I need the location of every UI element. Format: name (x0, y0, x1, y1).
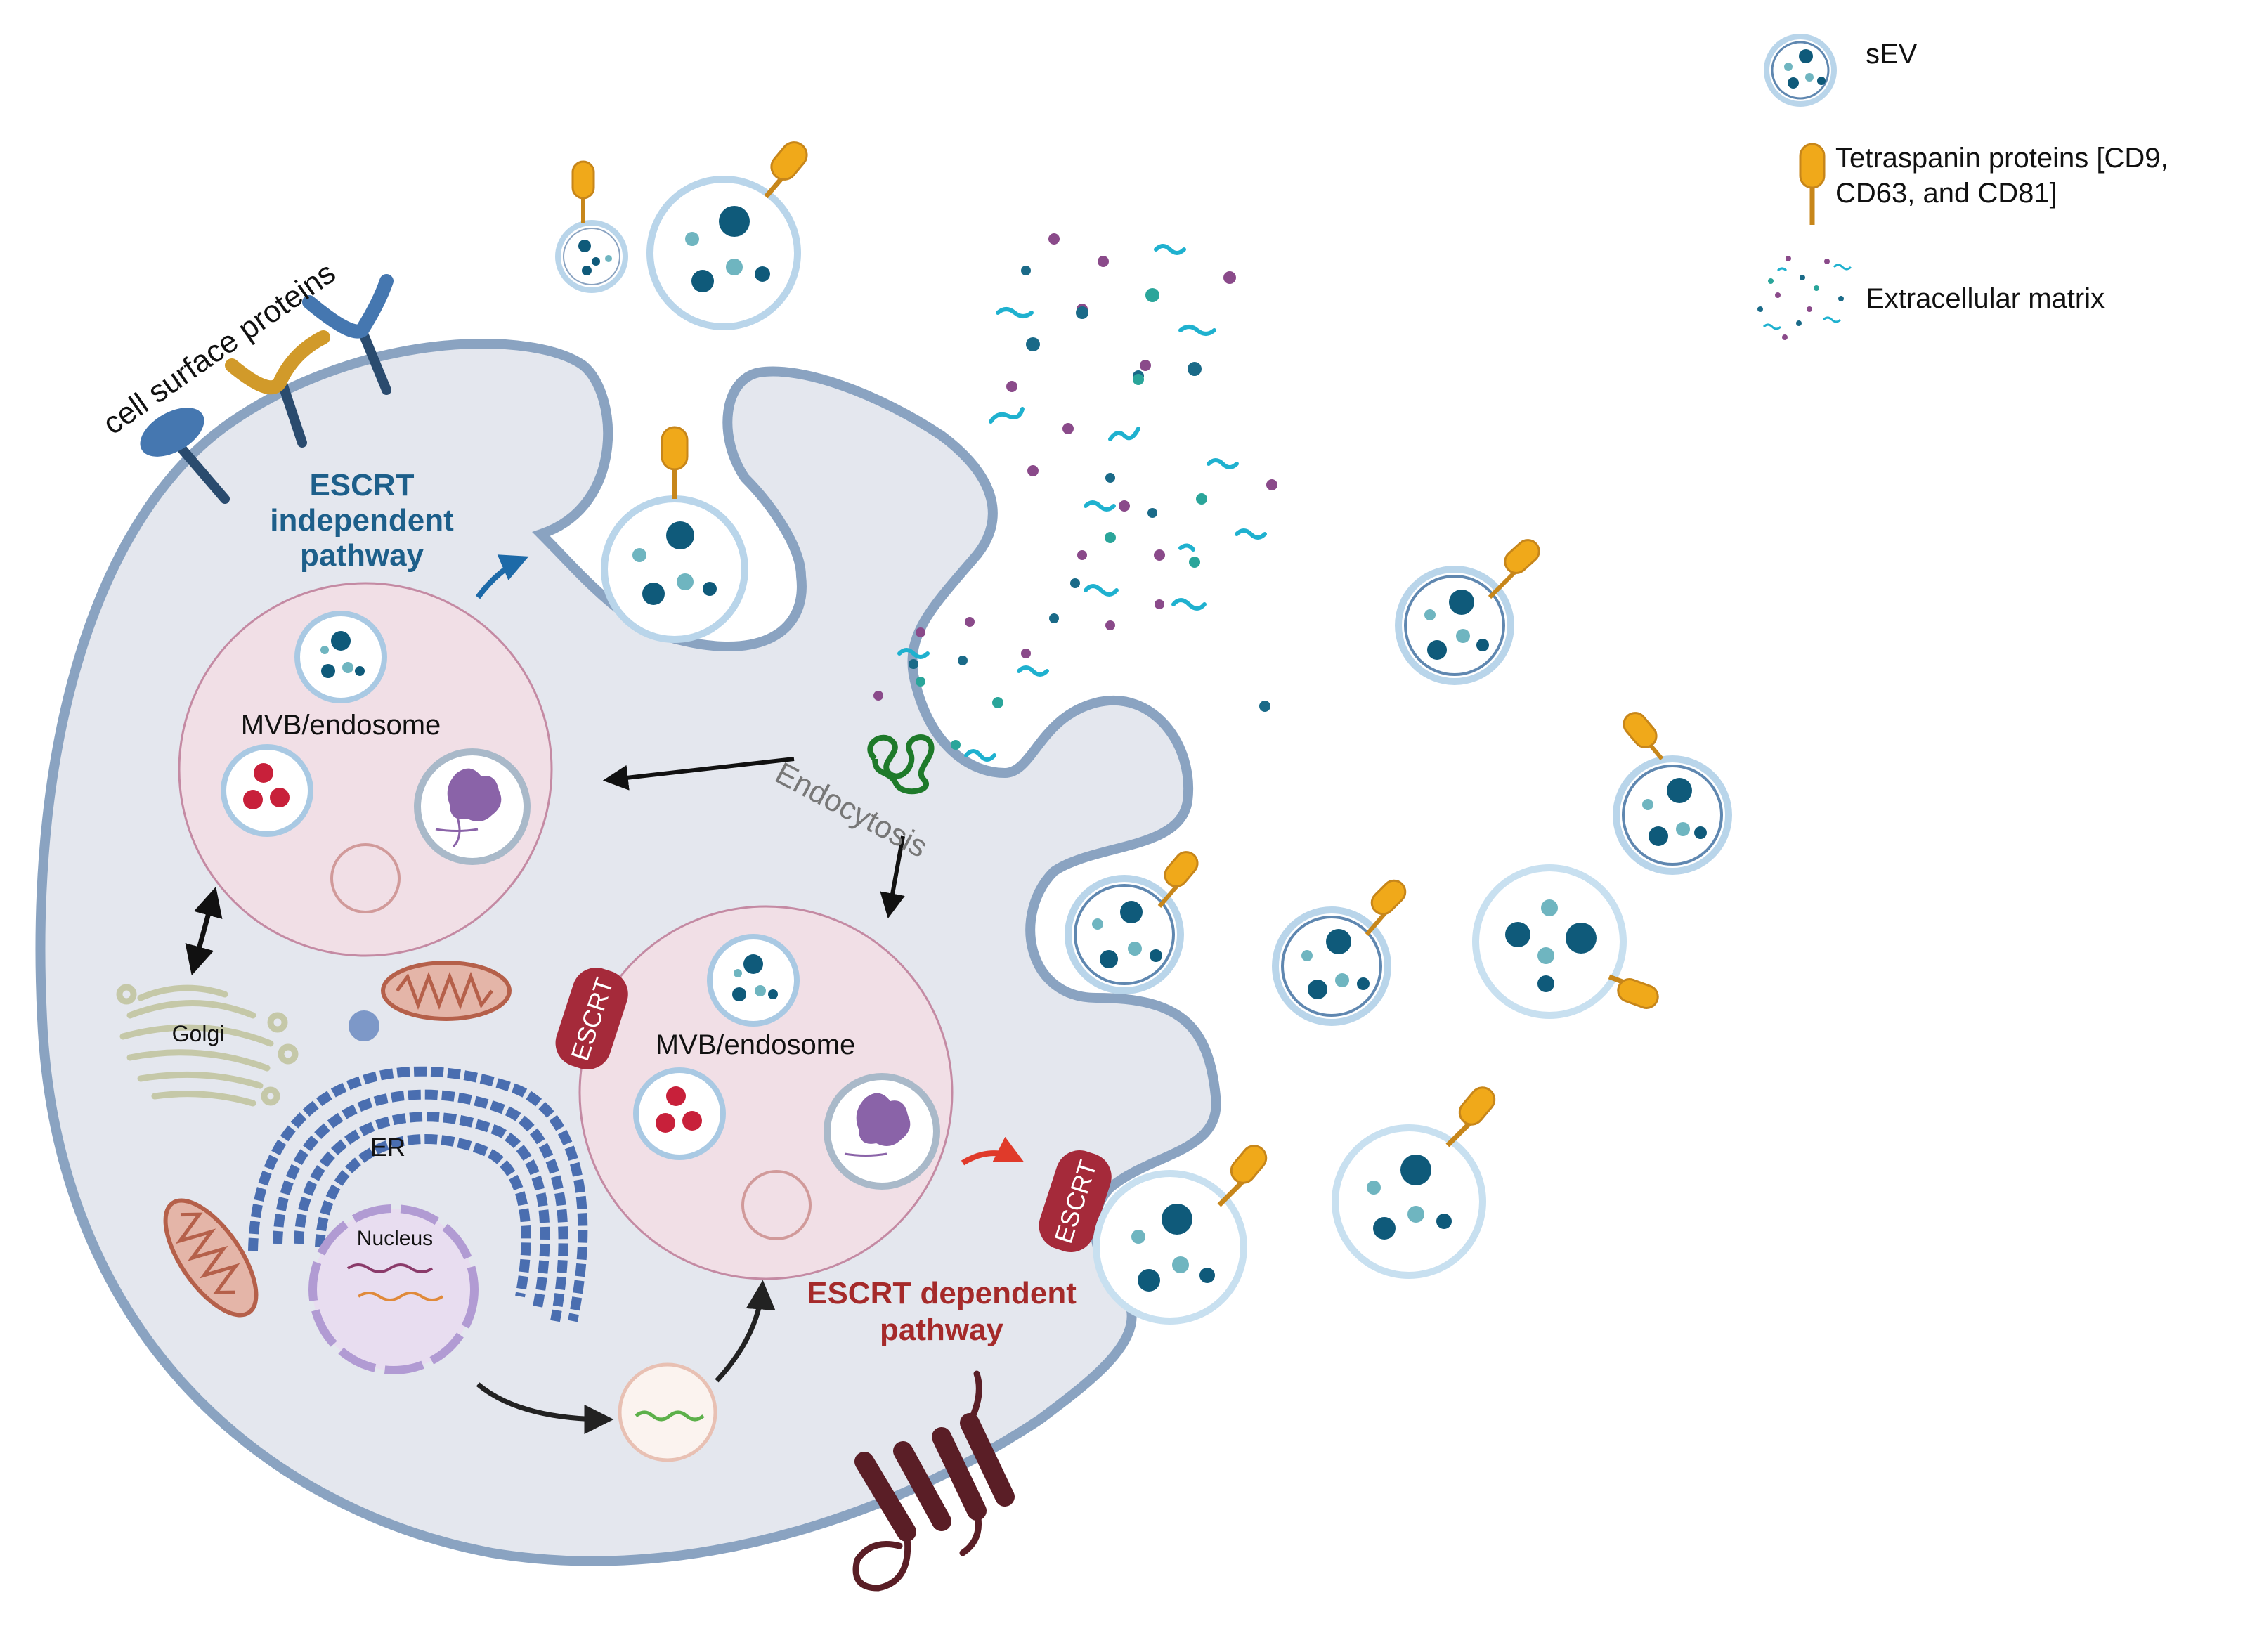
legend-tetraspanin-label-2: CD63, and CD81] (1835, 178, 2057, 209)
extracellular-matrix (873, 233, 1277, 762)
nucleus-mrna-arrow (476, 1382, 614, 1434)
escrt-dependent-label: ESCRT dependent pathway (807, 1276, 1077, 1347)
mvb-bottom-empty-vesicle (741, 1170, 812, 1240)
mvb-bottom-ilv-purple (824, 1073, 940, 1190)
sev-released-2 (1613, 712, 1732, 875)
transmembrane-receptor (852, 1370, 1015, 1592)
mvb-bottom-ilv-cargo (707, 934, 800, 1027)
escrt-dependent-arrow (961, 1136, 1025, 1166)
mvb-top-empty-vesicle (330, 843, 401, 913)
golgi (116, 984, 299, 1107)
sev-released-1 (1395, 539, 1540, 685)
legend-tetraspanin-label-1: Tetraspanin proteins [CD9, (1835, 143, 2168, 174)
endoplasmic-reticulum (248, 1066, 588, 1322)
sev-free-top (646, 141, 808, 330)
sev-escrt-release (1093, 1145, 1268, 1325)
er-vesicle (349, 1010, 379, 1041)
mitochondrion-top (381, 961, 512, 1021)
mvb-bottom-ilv-red (633, 1067, 726, 1160)
endocytosis-arrow-down (880, 835, 905, 919)
endocytosed-matrix (867, 734, 935, 795)
svg-text:independent: independent (270, 503, 454, 538)
sev-free-small (555, 160, 628, 293)
legend-tetraspanin-icon (1799, 143, 1826, 225)
mrna-vesicle (618, 1362, 717, 1462)
endocytosis-arrow-left (602, 757, 795, 791)
golgi-label: Golgi (172, 1021, 225, 1046)
escrt-complex-mvb: ESCRT (555, 968, 628, 1069)
mitochondrion-left (163, 1198, 259, 1318)
sev-released-5 (1332, 1086, 1496, 1279)
escrt-complex-membrane: ESCRT (1039, 1150, 1112, 1252)
sev-released-3 (1272, 879, 1407, 1026)
mrna-mvb-arrow (715, 1280, 776, 1383)
er-label: ER (370, 1133, 405, 1162)
svg-text:ESCRT dependent: ESCRT dependent (807, 1276, 1077, 1310)
cell-surface-protein-round (140, 408, 230, 504)
svg-text:pathway: pathway (300, 538, 424, 573)
mvb-bottom (578, 905, 954, 1280)
legend-matrix-icon (1757, 256, 1852, 340)
legend: sEV Tetraspanin proteins [CD9, CD63, and… (1757, 34, 2168, 340)
escrt-independent-label: ESCRT independent pathway (270, 468, 454, 573)
legend-matrix-label: Extracellular matrix (1866, 283, 2105, 314)
nucleus-label: Nucleus (357, 1227, 433, 1250)
sev-released-4 (1472, 864, 1659, 1019)
mvb-bottom-label: MVB/endosome (656, 1029, 856, 1060)
cell-surface-protein-blue (302, 274, 394, 395)
mvb-golgi-arrow (185, 886, 223, 976)
cell-surface-protein-orange (225, 330, 330, 448)
sev-in-invagination (601, 426, 748, 643)
escrt-independent-arrow (475, 554, 529, 599)
nucleus (308, 1204, 479, 1374)
mvb-top-ilv-purple (414, 748, 531, 865)
svg-text:pathway: pathway (880, 1313, 1004, 1347)
svg-text:ESCRT: ESCRT (309, 468, 414, 502)
legend-sev-label: sEV (1866, 39, 1918, 70)
mvb-top-ilv-red (221, 744, 313, 837)
sev-budding-1 (1065, 851, 1199, 994)
legend-sev-icon (1764, 34, 1837, 107)
mvb-top-label: MVB/endosome (241, 710, 441, 741)
mvb-top-ilv-cargo (294, 611, 387, 703)
